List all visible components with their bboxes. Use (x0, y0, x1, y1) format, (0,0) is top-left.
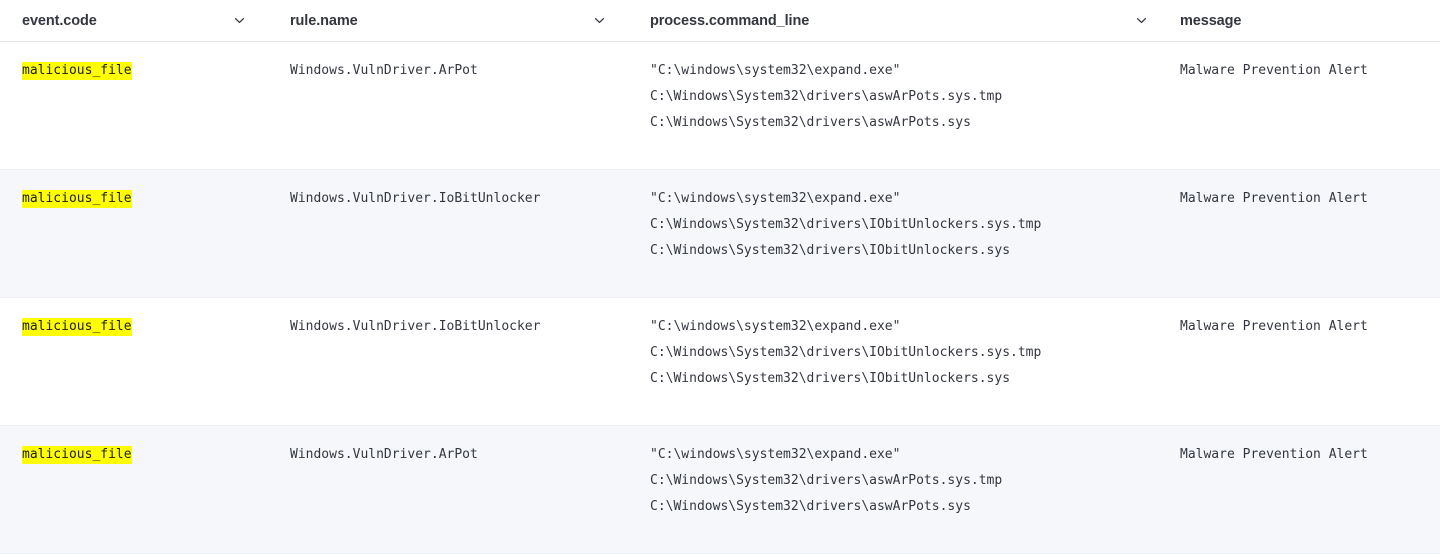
column-header-event_code[interactable]: event.code (0, 0, 268, 42)
cell-rule-name: Windows.VulnDriver.ArPot (290, 63, 478, 78)
command-line-segment: C:\Windows\System32\drivers\aswArPots.sy… (650, 89, 1003, 104)
command-line-segment: "C:\windows\system32\expand.exe" (650, 191, 901, 206)
column-header-label: process.command_line (650, 12, 810, 29)
highlighted-term: malicious_file (22, 190, 132, 208)
command-line-segment: C:\Windows\System32\drivers\aswArPots.sy… (650, 473, 1003, 488)
cell-process-command-line: "C:\windows\system32\expand.exe" C:\Windo… (628, 426, 1170, 520)
cell-process-command-line: "C:\windows\system32\expand.exe" C:\Windo… (628, 42, 1170, 136)
cell-message: Malware Prevention Alert (1180, 319, 1368, 334)
highlighted-term: malicious_file (22, 318, 132, 336)
cell-rule-name: Windows.VulnDriver.ArPot (290, 447, 478, 462)
cell-process-command-line: "C:\windows\system32\expand.exe" C:\Windo… (628, 298, 1170, 392)
column-header-label: message (1180, 12, 1242, 29)
command-line-segment: C:\Windows\System32\drivers\aswArPots.sy… (650, 115, 971, 130)
command-line-segment: C:\Windows\System32\drivers\IObitUnlocke… (650, 217, 1042, 232)
table-row[interactable]: malicious_file Windows.VulnDriver.ArPot "C… (0, 42, 1440, 170)
cell-message: Malware Prevention Alert (1180, 191, 1368, 206)
command-line-segment: C:\Windows\System32\drivers\aswArPots.sy… (650, 499, 971, 514)
highlighted-term: malicious_file (22, 446, 132, 464)
chevron-down-icon[interactable] (1134, 14, 1148, 28)
cell-message: Malware Prevention Alert (1180, 63, 1368, 78)
command-line-segment: "C:\windows\system32\expand.exe" (650, 447, 901, 462)
chevron-down-icon[interactable] (232, 14, 246, 28)
column-header-rule_name[interactable]: rule.name (268, 0, 628, 42)
column-header-label: event.code (22, 12, 97, 29)
cell-rule-name: Windows.VulnDriver.IoBitUnlocker (290, 191, 541, 206)
column-header-command_line[interactable]: process.command_line (628, 0, 1170, 42)
cell-process-command-line: "C:\windows\system32\expand.exe" C:\Windo… (628, 170, 1170, 264)
cell-event-code: malicious_file (0, 426, 268, 468)
table-row[interactable]: malicious_file Windows.VulnDriver.ArPot "C… (0, 426, 1440, 554)
data-grid-header-row: event.code rule.name process.command_line m… (0, 0, 1440, 42)
command-line-segment: C:\Windows\System32\drivers\IObitUnlocke… (650, 345, 1042, 360)
cell-event-code: malicious_file (0, 42, 268, 84)
cell-message: Malware Prevention Alert (1180, 447, 1368, 462)
command-line-segment: C:\Windows\System32\drivers\IObitUnlocke… (650, 243, 1011, 258)
cell-rule-name: Windows.VulnDriver.IoBitUnlocker (290, 319, 541, 334)
table-row[interactable]: malicious_file Windows.VulnDriver.IoBitUn… (0, 298, 1440, 426)
command-line-segment: "C:\windows\system32\expand.exe" (650, 319, 901, 334)
column-header-message[interactable]: message (1170, 0, 1440, 42)
chevron-down-icon[interactable] (592, 14, 606, 28)
cell-event-code: malicious_file (0, 298, 268, 340)
cell-event-code: malicious_file (0, 170, 268, 212)
column-header-label: rule.name (290, 12, 358, 29)
highlighted-term: malicious_file (22, 62, 132, 80)
command-line-segment: C:\Windows\System32\drivers\IObitUnlocke… (650, 371, 1011, 386)
command-line-segment: "C:\windows\system32\expand.exe" (650, 63, 901, 78)
table-row[interactable]: malicious_file Windows.VulnDriver.IoBitUn… (0, 170, 1440, 298)
